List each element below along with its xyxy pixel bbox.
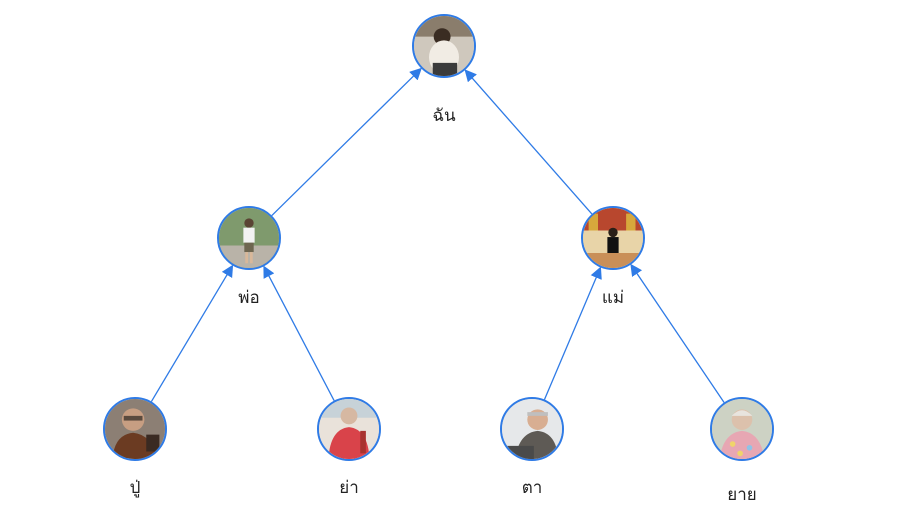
node-me-avatar[interactable] <box>412 14 476 78</box>
label-me: ฉัน <box>432 106 456 126</box>
label-paternal-grandmother: ย่า <box>339 478 359 498</box>
label-mother: แม่ <box>601 288 625 308</box>
edge-mgm-to-mother <box>630 263 725 403</box>
node-maternal-grandmother-avatar[interactable] <box>710 397 774 461</box>
edge-mgf-to-mother <box>543 266 602 400</box>
node-paternal-grandmother-avatar[interactable] <box>317 397 381 461</box>
label-father: พ่อ <box>238 288 260 308</box>
edge-mother-to-me <box>464 69 593 215</box>
node-father-avatar[interactable] <box>217 206 281 270</box>
edge-father-to-me <box>271 67 422 217</box>
node-paternal-grandfather-avatar[interactable] <box>103 397 167 461</box>
label-maternal-grandfather: ตา <box>521 478 543 498</box>
edge-pgm-to-father <box>263 265 335 401</box>
label-paternal-grandfather: ปู่ <box>129 478 141 498</box>
edge-pgf-to-father <box>150 264 234 402</box>
node-mother-avatar[interactable] <box>581 206 645 270</box>
node-maternal-grandfather-avatar[interactable] <box>500 397 564 461</box>
label-maternal-grandmother: ยาย <box>727 485 757 505</box>
